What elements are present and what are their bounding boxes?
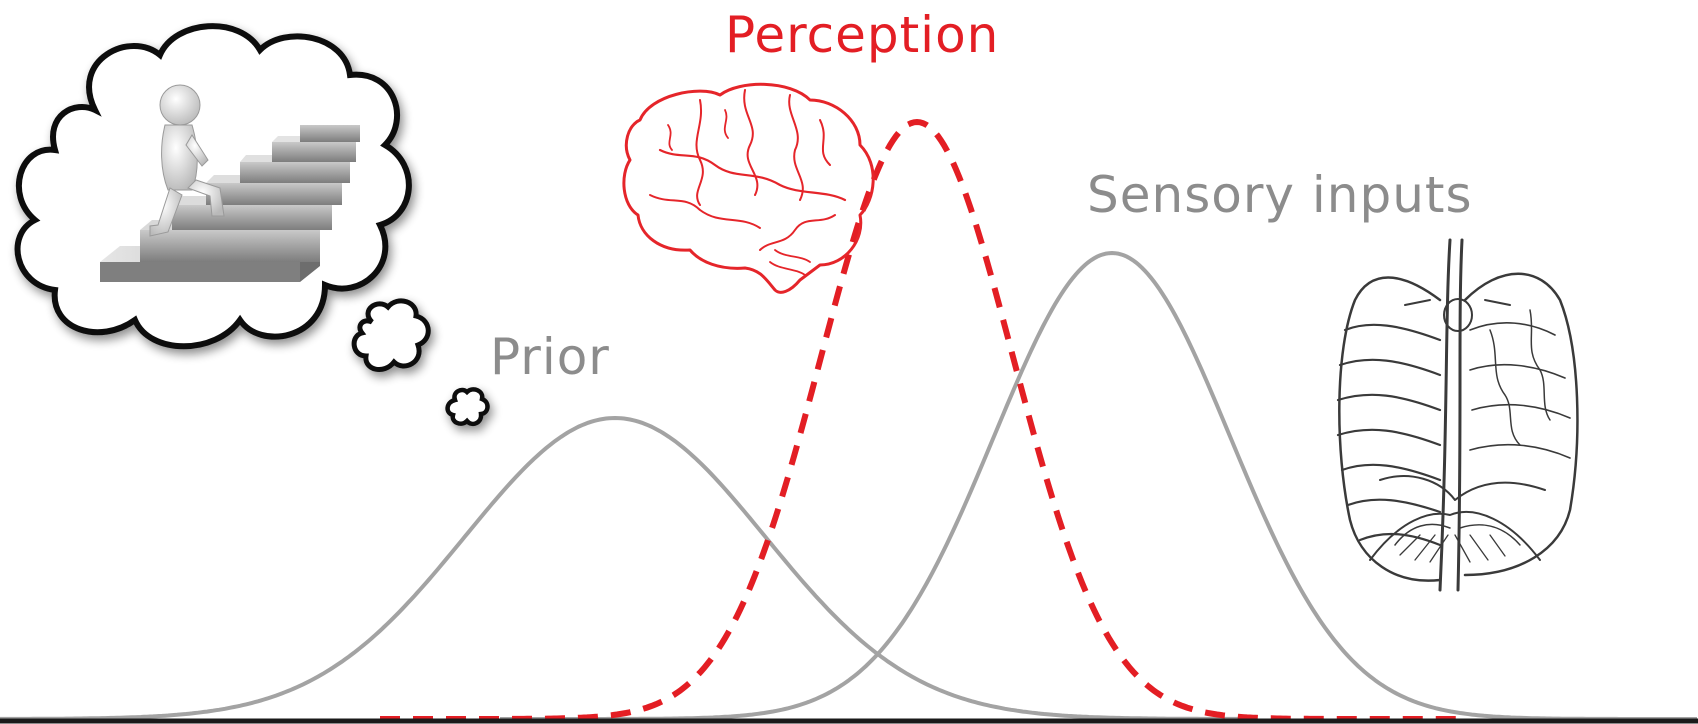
perception-label: Perception [725,6,1000,64]
prior-curve [0,415,1239,721]
sensory-inputs-label: Sensory inputs [1087,166,1473,224]
sensory-inputs-curve [500,250,1697,721]
brain-sketch-icon [622,82,875,294]
lungs-ribcage-sketch-icon [1336,238,1579,592]
prior-label: Prior [490,328,610,386]
thought-cloud-stair-climber-icon [14,23,490,427]
